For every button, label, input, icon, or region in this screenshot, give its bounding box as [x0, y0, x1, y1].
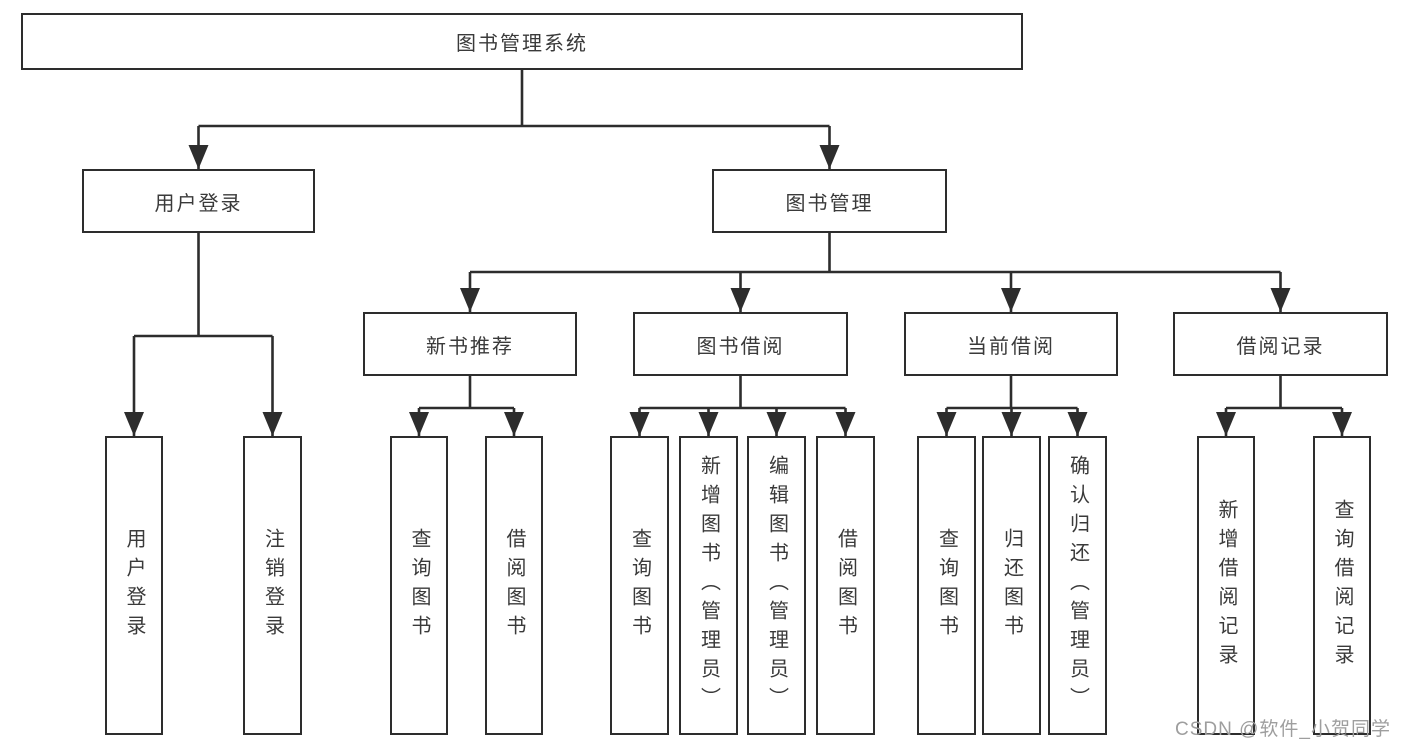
node-system-root: 图书管理系统 [21, 13, 1023, 70]
edge-root-to-level2 [188, 70, 840, 169]
leaf-confirm-return-admin: 确认归还（管理员） [1048, 436, 1107, 735]
leaf-add-borrow-record: 新增借阅记录 [1197, 436, 1255, 735]
edge-book-management-children [460, 233, 1291, 312]
node-new-book-recommend: 新书推荐 [363, 312, 577, 376]
leaf-borrow-books-recommend: 借阅图书 [485, 436, 543, 735]
edge-user-login-children [124, 233, 283, 436]
leaf-edit-books-admin: 编辑图书（管理员） [747, 436, 806, 735]
leaf-borrow-books-borrowing: 借阅图书 [816, 436, 875, 735]
leaf-query-borrow-record: 查询借阅记录 [1313, 436, 1371, 735]
node-book-management: 图书管理 [712, 169, 947, 233]
leaf-user-login: 用户登录 [105, 436, 163, 735]
node-user-login: 用户登录 [82, 169, 315, 233]
edge-new-book-recommend-children [409, 376, 524, 436]
edge-borrowing-records-children [1216, 376, 1352, 436]
leaf-add-books-admin: 新增图书（管理员） [679, 436, 738, 735]
node-borrowing-records: 借阅记录 [1173, 312, 1388, 376]
leaf-query-books-current: 查询图书 [917, 436, 976, 735]
leaf-logout: 注销登录 [243, 436, 302, 735]
leaf-return-books: 归还图书 [982, 436, 1041, 735]
node-current-borrowing: 当前借阅 [904, 312, 1118, 376]
edge-book-borrowing-children [629, 376, 856, 436]
csdn-watermark: CSDN @软件_小贺同学 [1175, 719, 1391, 740]
edge-current-borrowing-children [936, 376, 1088, 436]
leaf-query-books-recommend: 查询图书 [390, 436, 448, 735]
leaf-query-books-borrowing: 查询图书 [610, 436, 669, 735]
node-book-borrowing: 图书借阅 [633, 312, 848, 376]
